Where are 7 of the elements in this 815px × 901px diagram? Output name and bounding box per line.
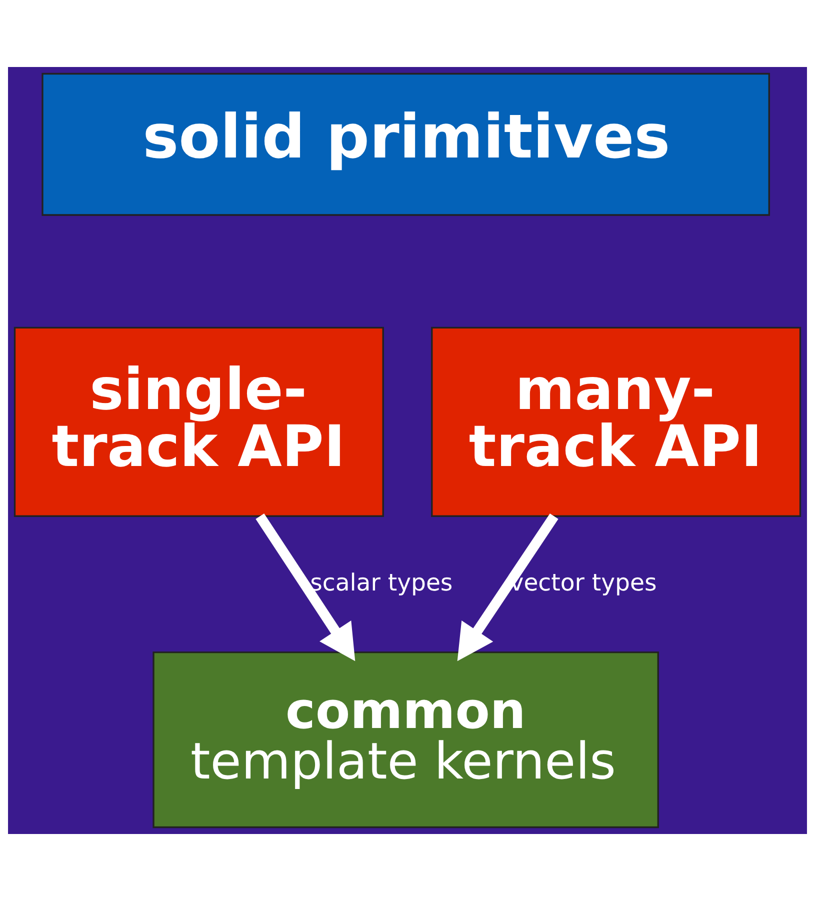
node-box: many- track API bbox=[431, 326, 802, 517]
arrow bbox=[457, 513, 558, 662]
edge-label: scalar types bbox=[310, 568, 453, 596]
node-box: common template kernels bbox=[152, 652, 659, 828]
arrow bbox=[256, 513, 356, 662]
node-box: solid primitives bbox=[42, 72, 770, 216]
node-box: single- track API bbox=[14, 326, 384, 517]
